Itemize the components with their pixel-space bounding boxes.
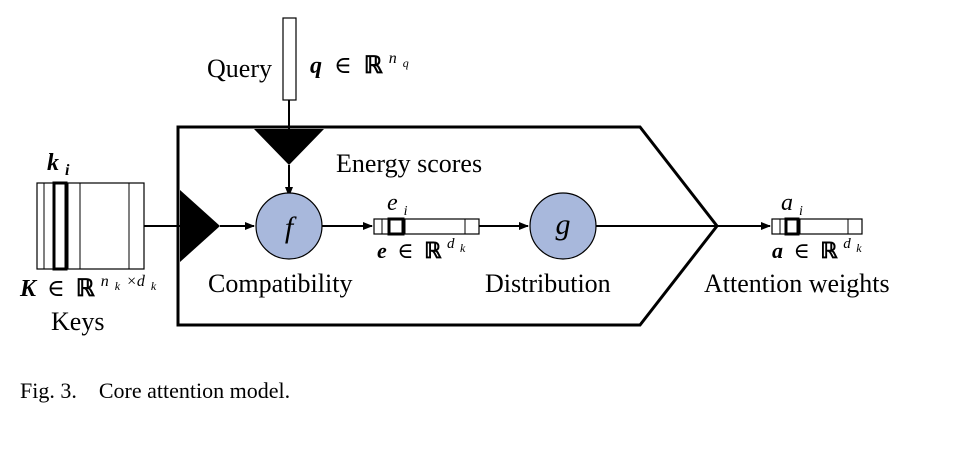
ei-math: e i — [387, 190, 408, 219]
core-model-container — [176, 125, 719, 327]
ki-math: k i — [47, 150, 70, 179]
keys-matrix — [36, 181, 145, 271]
query-funnel — [254, 129, 324, 165]
query-vector — [282, 17, 297, 101]
energy-vector — [373, 217, 480, 236]
energy-scores-label: Energy scores — [336, 149, 482, 178]
energy-ei-cell — [387, 217, 405, 236]
keys-math: K ∈ ℝ n k ×d k — [19, 266, 157, 302]
query-label: Query — [207, 54, 272, 83]
distribution-label: Distribution — [485, 269, 611, 298]
caption-text: Core attention model. — [98, 378, 291, 403]
query-math: q ∈ ℝ n q — [310, 43, 409, 79]
keys-label: Keys — [51, 307, 104, 336]
attention-math: a ∈ ℝ d k — [772, 228, 862, 263]
compatibility-label: Compatibility — [208, 269, 352, 298]
key-ki-column — [52, 181, 68, 271]
attention-vector — [771, 217, 863, 236]
figure-caption: Fig. 3. Core attention model. — [20, 378, 290, 404]
attention-ai-cell — [784, 217, 800, 236]
g-label: g — [556, 208, 571, 241]
keys-funnel — [180, 190, 220, 262]
attention-weights-label: Attention weights — [704, 269, 890, 298]
caption-prefix: Fig. 3. — [20, 378, 77, 403]
energy-math: e ∈ ℝ d k — [377, 228, 466, 263]
ai-math: a i — [781, 190, 803, 219]
